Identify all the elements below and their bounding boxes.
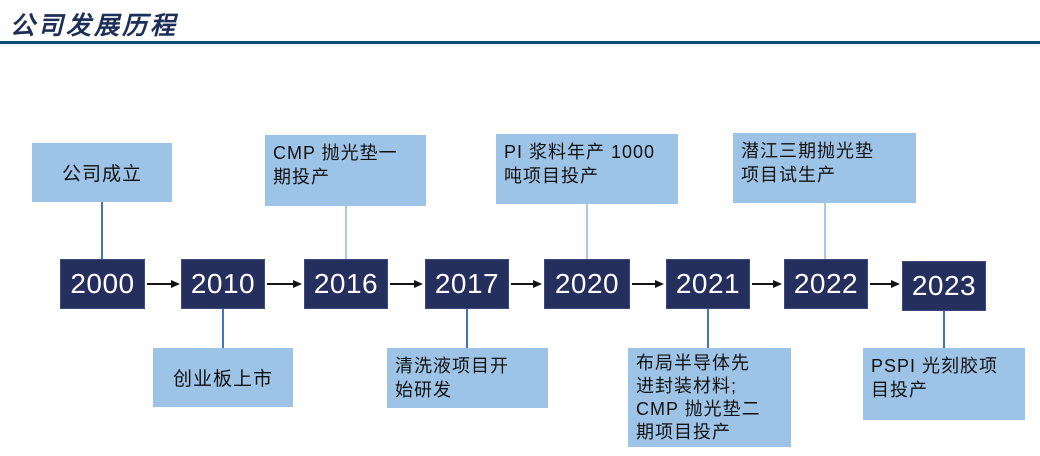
year-box-2022: 2022 [784,259,868,309]
arrow-right-icon-2000-2010 [147,280,180,288]
year-box-2000: 2000 [60,259,145,309]
arrow-right-icon-2017-2020 [511,280,542,288]
connector-line-2000 [101,202,103,259]
event-callout-2023: PSPI 光刻胶项 目投产 [863,348,1025,420]
arrow-right-icon-2022-2023 [870,280,900,288]
event-callout-2010: 创业板上市 [153,348,293,407]
arrow-right-icon-2010-2016 [267,280,302,288]
connector-line-2020 [586,204,588,259]
connector-line-2023 [943,311,945,348]
title-divider [0,41,1040,44]
year-box-2017: 2017 [425,259,509,309]
arrow-right-icon-2016-2017 [390,280,423,288]
year-box-2010: 2010 [181,259,265,309]
year-box-2016: 2016 [304,259,388,309]
event-callout-2016: CMP 抛光垫一 期投产 [265,135,426,206]
event-callout-2021: 布局半导体先 进封装材料; CMP 抛光垫二 期项目投产 [628,348,791,447]
arrow-right-icon-2020-2021 [632,280,664,288]
year-box-2023: 2023 [902,261,986,311]
arrow-right-icon-2021-2022 [752,280,782,288]
connector-line-2016 [345,206,347,259]
page-title: 公司发展历程 [10,11,179,40]
year-box-2021: 2021 [666,259,750,309]
connector-line-2017 [466,309,468,348]
connector-line-2022 [824,203,826,259]
event-callout-2017: 清洗液项目开 始研发 [387,348,548,408]
connector-line-2021 [707,309,709,348]
event-callout-2022: 潜江三期抛光垫 项目试生产 [733,133,916,203]
connector-line-2010 [222,309,224,348]
event-callout-2000: 公司成立 [32,143,172,202]
event-callout-2020: PI 浆料年产 1000 吨项目投产 [496,134,678,204]
year-box-2020: 2020 [544,259,630,309]
